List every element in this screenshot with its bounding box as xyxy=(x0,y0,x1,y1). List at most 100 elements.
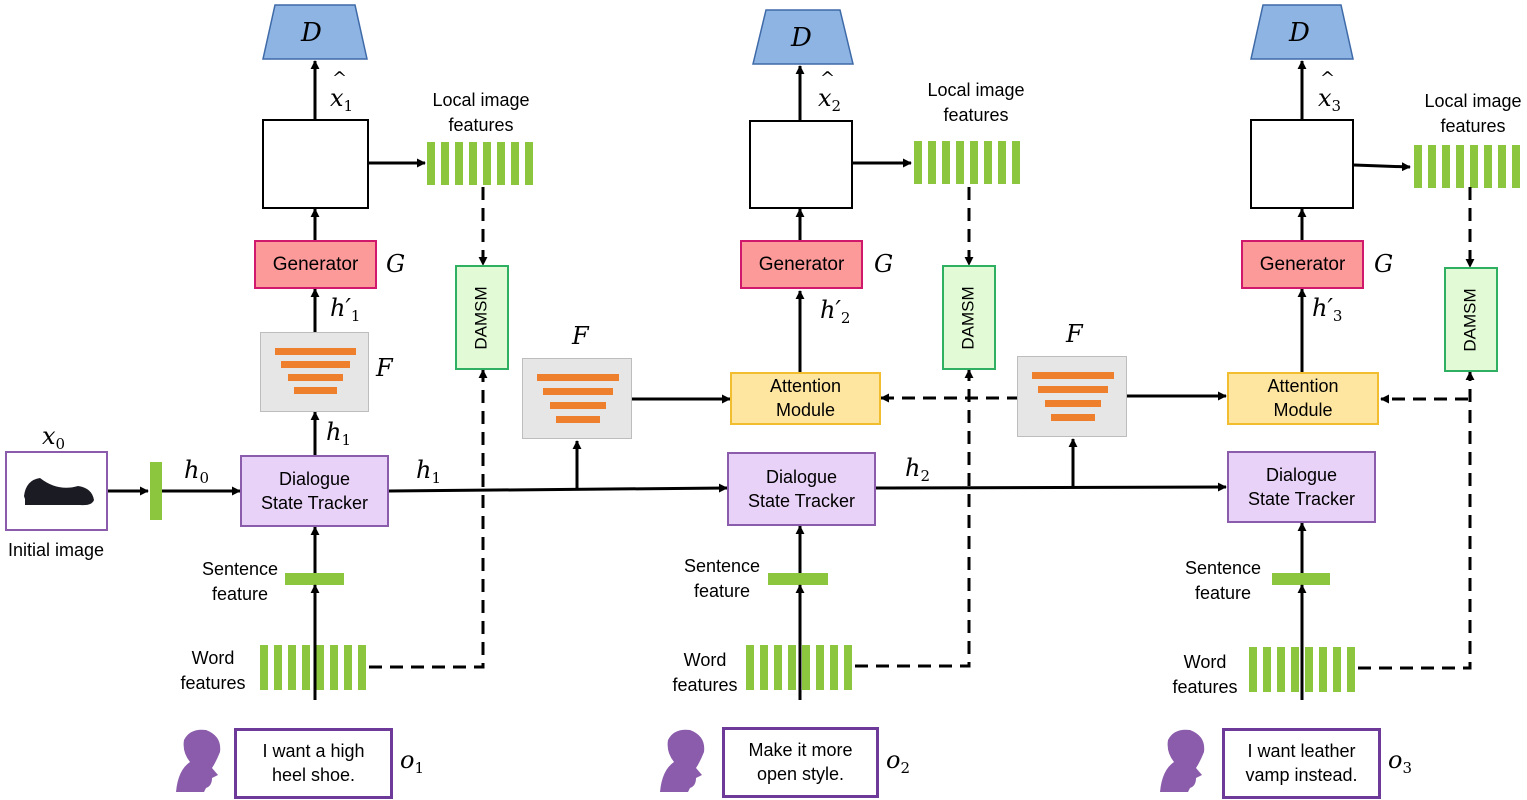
word-features-vector-2-stripe xyxy=(760,645,768,690)
generator-var-2: G xyxy=(874,250,894,278)
local-features-vector-2-stripe xyxy=(984,141,992,184)
sentence-feature-bar-1 xyxy=(285,573,344,585)
utterance-var-2: o2 xyxy=(886,746,910,777)
local-features-vector-2-stripe xyxy=(942,141,950,184)
discriminator-shape-2 xyxy=(752,9,854,65)
word-features-vector-2-stripe xyxy=(830,645,838,690)
word-features-label-2: Word features xyxy=(672,650,738,696)
local-features-label-1: Local image features xyxy=(432,90,530,136)
local-features-vector-2-stripe xyxy=(928,141,936,184)
discriminator-label-3: D xyxy=(1289,18,1310,48)
local-features-vector-3-stripe xyxy=(1512,145,1520,188)
conditioning-var-3: h′3 xyxy=(1312,294,1343,325)
discriminator-label-2: D xyxy=(791,23,812,53)
shoe-image-initial xyxy=(24,478,94,506)
utterance-var-3: o3 xyxy=(1388,746,1412,777)
generator-var-1: G xyxy=(386,250,406,278)
fusion-block-1 xyxy=(260,332,369,412)
local-features-vector-3-stripe xyxy=(1470,145,1478,188)
output-image-label-3: x^3 xyxy=(1318,68,1342,115)
dialogue-state-tracker-1: Dialogue State Tracker xyxy=(240,455,389,527)
word-features-vector-2-stripe xyxy=(746,645,754,690)
word-features-vector-3-stripe xyxy=(1263,647,1271,692)
word-features-vector-1-stripe xyxy=(260,645,268,690)
word-features-vector-3-stripe xyxy=(1277,647,1285,692)
initial-image-frame xyxy=(5,451,108,531)
sentence-feature-bar-3 xyxy=(1272,573,1330,585)
user-silhouette-icon xyxy=(660,729,705,792)
local-features-vector-1-stripe xyxy=(511,142,519,185)
local-features-vector-3-stripe xyxy=(1484,145,1492,188)
local-features-vector-1-stripe xyxy=(483,142,491,185)
word-features-vector-3-stripe xyxy=(1333,647,1341,692)
initial-image-label: Initial image xyxy=(7,540,105,560)
local-features-vector-2-stripe xyxy=(914,141,922,184)
word-features-vector-1-stripe xyxy=(274,645,282,690)
word-features-vector-1-stripe xyxy=(302,645,310,690)
word-features-vector-3-stripe xyxy=(1319,647,1327,692)
attention-module-3: Attention Module xyxy=(1227,372,1379,425)
user-silhouette-icon xyxy=(1160,729,1205,792)
initial-image-var: x0 xyxy=(42,422,66,453)
user-silhouette-icon xyxy=(176,729,221,792)
generated-image-frame-2 xyxy=(749,120,853,209)
damsm-box-3: DAMSM xyxy=(1444,267,1498,372)
generator-box-1: Generator xyxy=(254,240,377,289)
word-features-vector-3-stripe xyxy=(1291,647,1299,692)
attention-module-2: Attention Module xyxy=(730,372,881,425)
utterance-box-1: I want a high heel shoe. xyxy=(234,728,393,799)
local-features-vector-3-stripe xyxy=(1428,145,1436,188)
local-features-vector-1-stripe xyxy=(525,142,533,185)
local-features-vector-1-stripe xyxy=(497,142,505,185)
local-features-vector-2-stripe xyxy=(1012,141,1020,184)
generated-image-frame-1 xyxy=(262,119,369,209)
discriminator-shape-3 xyxy=(1250,4,1354,60)
state-var-h2-line: h2 xyxy=(905,454,931,485)
fusion-block-2 xyxy=(522,358,632,439)
local-features-vector-1-stripe xyxy=(427,142,435,185)
local-features-vector-2-stripe xyxy=(998,141,1006,184)
word-features-vector-1-stripe xyxy=(288,645,296,690)
dialogue-state-tracker-3: Dialogue State Tracker xyxy=(1227,451,1376,523)
utterance-box-3: I want leather vamp instead. xyxy=(1222,728,1381,799)
output-image-label-2: x^2 xyxy=(818,68,842,115)
conditioning-var-2: h′2 xyxy=(820,296,851,327)
word-features-vector-3-stripe xyxy=(1249,647,1257,692)
fusion-block-3 xyxy=(1017,356,1127,437)
state-var-h1-col1: h1 xyxy=(326,418,352,449)
word-features-vector-2-stripe xyxy=(802,645,810,690)
local-features-vector-2-stripe xyxy=(970,141,978,184)
utterance-box-2: Make it more open style. xyxy=(722,727,879,798)
conditioning-var-1: h′1 xyxy=(330,294,361,325)
local-features-vector-3-stripe xyxy=(1456,145,1464,188)
initial-state-feature xyxy=(150,462,162,520)
utterance-var-1: o1 xyxy=(400,746,424,777)
local-features-label-2: Local image features xyxy=(927,80,1025,126)
local-features-vector-1-stripe xyxy=(441,142,449,185)
generator-box-3: Generator xyxy=(1241,240,1364,289)
generator-var-3: G xyxy=(1374,250,1394,278)
fusion-var-3: F xyxy=(1066,320,1083,348)
local-features-vector-3-stripe xyxy=(1414,145,1422,188)
damsm-box-2: DAMSM xyxy=(942,265,996,370)
damsm-box-1: DAMSM xyxy=(455,265,509,370)
generated-image-frame-3 xyxy=(1250,119,1354,209)
local-features-vector-1-stripe xyxy=(469,142,477,185)
word-features-vector-1-stripe xyxy=(358,645,366,690)
sentence-feature-label-3: Sentence feature xyxy=(1184,558,1262,604)
word-features-vector-2-stripe xyxy=(816,645,824,690)
fusion-var-1: F xyxy=(376,354,393,382)
word-features-vector-2-stripe xyxy=(844,645,852,690)
word-features-vector-1-stripe xyxy=(330,645,338,690)
feature-bars xyxy=(260,141,1520,692)
word-features-label-3: Word features xyxy=(1172,652,1238,698)
word-features-vector-1-stripe xyxy=(316,645,324,690)
solid-arrows xyxy=(108,60,1411,700)
sentence-feature-bar-2 xyxy=(768,573,828,585)
discriminator-shape-1 xyxy=(262,4,368,60)
local-features-vector-1-stripe xyxy=(455,142,463,185)
dialogue-state-tracker-2: Dialogue State Tracker xyxy=(727,452,876,526)
state-var-h1-line: h1 xyxy=(416,456,442,487)
word-features-vector-3-stripe xyxy=(1347,647,1355,692)
